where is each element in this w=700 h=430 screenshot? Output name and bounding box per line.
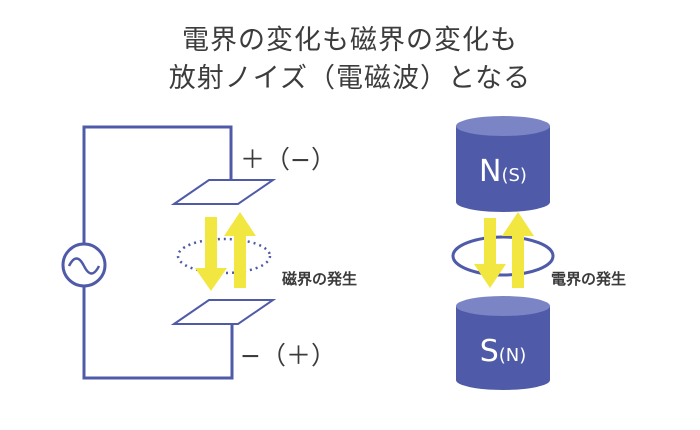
magnetic-field-label: 磁界の発生 — [282, 270, 358, 288]
magnet-top-pole-label: N(S) — [453, 154, 553, 189]
capacitor-circuit — [61, 125, 277, 380]
ac-wave-icon — [67, 257, 101, 275]
capacitor-plate-top — [170, 179, 277, 205]
magnet-group — [451, 116, 555, 390]
circuit-wire-bottom — [82, 285, 234, 380]
arrow-up — [224, 212, 256, 288]
electric-field-loop — [451, 235, 555, 277]
magnet-top-cap — [456, 116, 550, 136]
title-line-2: 放射ノイズ（電磁波）となる — [168, 63, 532, 94]
title-line-1: 電界の変化も磁界の変化も — [182, 25, 518, 56]
bottom-pole-main: S — [479, 334, 499, 369]
electric-field-label: 電界の発生 — [551, 270, 627, 288]
bottom-pole-alt: (N) — [498, 345, 527, 366]
magnet-arrow-up — [502, 212, 534, 288]
bottom-plate-polarity-label: −（＋） — [240, 341, 336, 370]
magnet-top-body — [456, 126, 550, 212]
magnet-bottom-pole-label: S(N) — [453, 334, 553, 369]
magnet-arrow-down — [474, 218, 506, 288]
magnet-bottom-cap — [456, 296, 550, 316]
top-pole-alt: (S) — [501, 165, 527, 186]
top-plate-polarity-label: ＋（−） — [240, 145, 336, 174]
magnet-bottom-body — [456, 306, 550, 390]
circuit-wire-top — [82, 125, 233, 245]
top-pole-main: N — [479, 154, 502, 189]
capacitor-plate-bottom — [170, 299, 277, 325]
ac-source-symbol — [61, 242, 107, 288]
magnetic-field-loop — [176, 237, 272, 275]
arrow-down — [195, 217, 227, 291]
